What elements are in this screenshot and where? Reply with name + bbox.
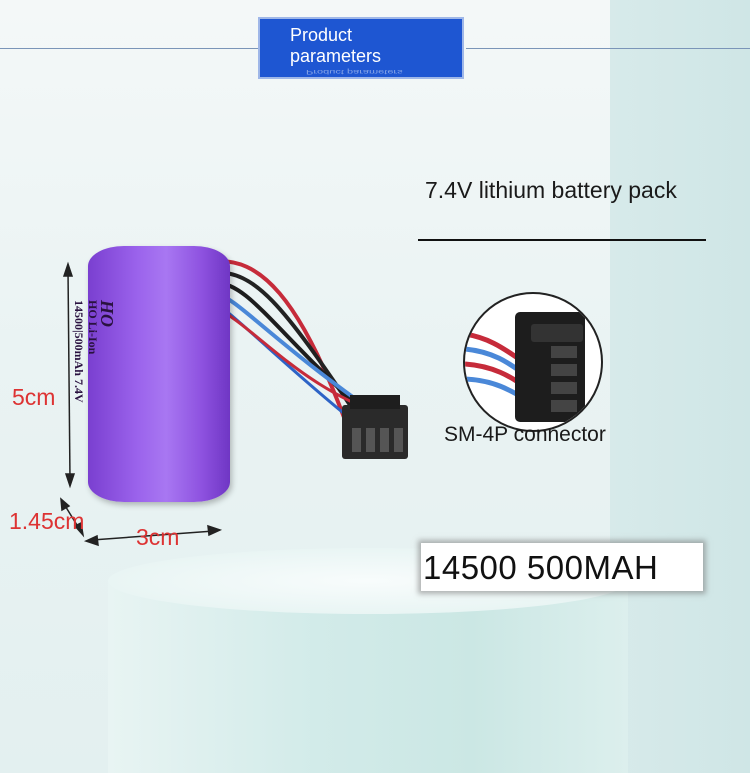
product-name-underline <box>418 239 706 241</box>
model-text: 14500 500MAH <box>423 549 659 586</box>
dimension-width: 3cm <box>136 524 180 550</box>
model-box: 14500 500MAH <box>421 543 703 591</box>
sm-4p-plug <box>342 395 408 459</box>
header-badge: Product parameters Product parameters <box>258 17 464 79</box>
background-panel <box>610 0 750 773</box>
header-rule-right <box>466 48 750 49</box>
dimension-height: 5cm <box>12 384 56 410</box>
dimension-depth: 1.45cm <box>9 508 85 534</box>
product-name: 7.4V lithium battery pack <box>425 177 677 203</box>
header-rule-left <box>0 48 258 49</box>
connector-label: SM-4P connector <box>444 423 606 446</box>
connector-closeup-image <box>465 312 585 422</box>
header-title: Product parameters <box>290 25 382 66</box>
connector-closeup <box>463 292 603 432</box>
battery-pack <box>88 246 230 502</box>
